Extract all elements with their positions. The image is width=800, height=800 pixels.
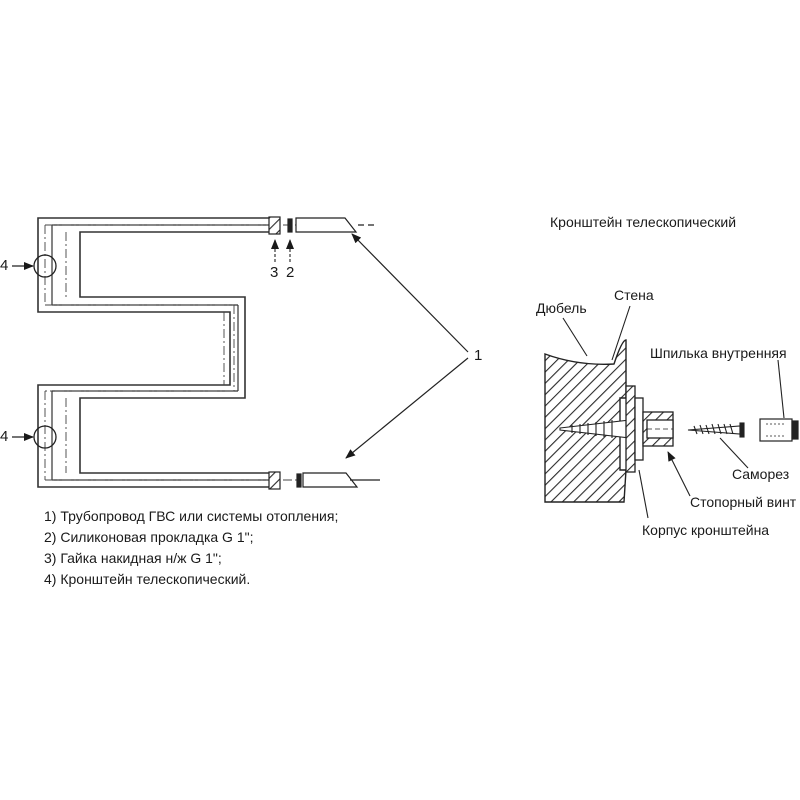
bracket-flange xyxy=(625,385,636,473)
pipe-top xyxy=(295,217,358,233)
fitting-bottom xyxy=(268,471,380,490)
wall-section xyxy=(544,339,627,503)
nut-top xyxy=(268,216,281,235)
towel-rail xyxy=(37,217,300,488)
pipe-bottom xyxy=(302,472,359,488)
towel-rail-inner xyxy=(51,224,273,481)
callout-pipeline: 1 xyxy=(474,347,483,364)
towel-rail-outer xyxy=(37,217,274,488)
callout-bracket-top: 4 xyxy=(0,257,9,274)
bracket-title: Кронштейн телескопический xyxy=(550,214,737,230)
towel-rail-axis xyxy=(44,224,300,481)
label-wall: Стена xyxy=(614,287,654,303)
legend-item-1: 1) Трубопровод ГВС или системы отопления… xyxy=(44,508,339,524)
callout-gasket: 2 xyxy=(286,264,295,281)
legend: 1) Трубопровод ГВС или системы отопления… xyxy=(44,506,338,590)
bracket-circle-bottom xyxy=(33,425,57,449)
nut-bottom xyxy=(268,471,281,490)
bracket-marks xyxy=(33,254,57,449)
screw xyxy=(687,422,745,438)
label-stud: Шпилька внутренняя xyxy=(650,345,787,361)
callout-nut: 3 xyxy=(270,264,279,281)
label-screw: Саморез xyxy=(732,466,790,482)
wall-hatch xyxy=(544,339,627,503)
legend-item-2: 2) Силиконовая прокладка G 1"; xyxy=(44,529,254,545)
gasket-bottom xyxy=(296,473,302,488)
callout-bracket-bottom: 4 xyxy=(0,428,9,445)
inner-stud xyxy=(759,418,799,442)
label-set-screw: Стопорный винт xyxy=(690,494,797,510)
fitting-top xyxy=(268,216,378,235)
label-bracket-body: Корпус кронштейна xyxy=(642,522,770,538)
legend-item-3: 3) Гайка накидная н/ж G 1"; xyxy=(44,550,222,566)
bracket-body xyxy=(625,385,674,473)
gasket-top xyxy=(287,218,293,233)
legend-item-4: 4) Кронштейн телескопический. xyxy=(44,571,251,587)
bracket-circle-top xyxy=(33,254,57,278)
label-dowel: Дюбель xyxy=(536,300,587,316)
